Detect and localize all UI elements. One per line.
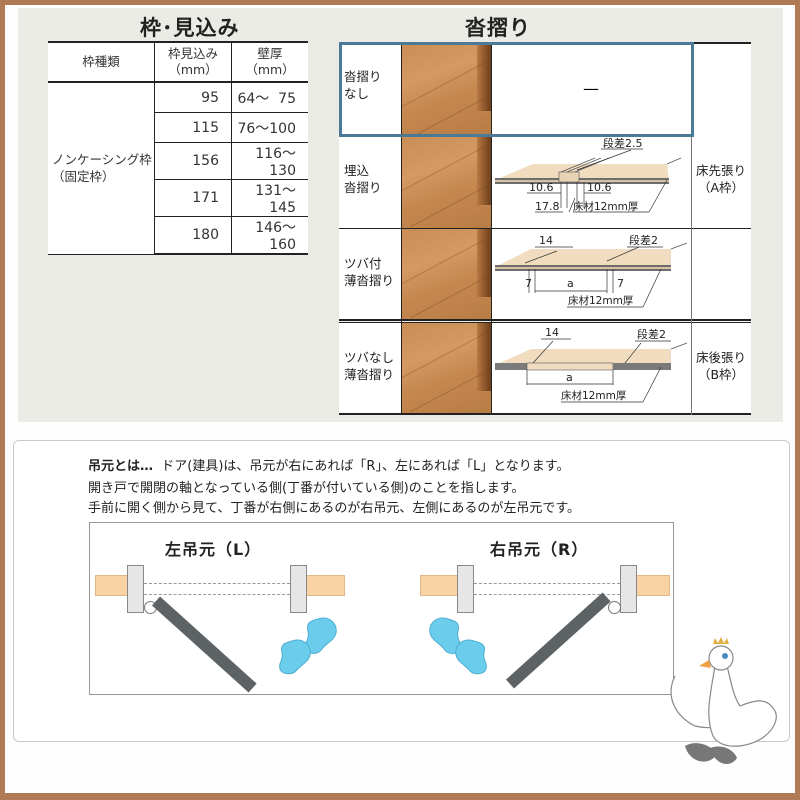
sill-diagram-flanged: 14 段差2 7 a 7 床材12mm厚 [491,229,691,319]
dashed-line [144,594,290,595]
sill-diagram-flangeless: 14 段差2 a 床材12mm厚 [491,323,691,413]
depth-cell: 95 [154,81,232,113]
divider [339,228,751,229]
table-row: 180 146～160 [48,216,308,255]
table-row: ノンケーシング枠（固定枠） 95 64～ 75 [48,81,308,255]
svg-text:段差2: 段差2 [637,327,666,341]
table-row: 156 116～130 [48,142,308,180]
door-jamb [457,565,474,613]
wall-right [305,575,345,596]
svg-text:14: 14 [545,326,559,339]
svg-text:14: 14 [539,234,553,247]
svg-text:段差2: 段差2 [629,233,658,247]
frame-depth-table: 枠種類 枠見込み（mm） 壁厚（mm） ノンケーシング枠（固定枠） 95 64～… [48,41,308,255]
sill-table-title: 沓摺り [465,16,531,40]
depth-cell: 171 [154,179,232,217]
table-row: 115 76～100 [48,112,308,143]
footprints-icon [279,617,337,675]
header-frame-depth: 枠見込み（mm） [154,41,232,83]
svg-text:床材12mm厚: 床材12mm厚 [573,200,639,213]
svg-text:10.6: 10.6 [529,181,554,194]
svg-text:a: a [566,371,573,384]
sill-row-flangeless: ツバなし薄沓摺り 14 段差2 a 床材12mm厚 [339,323,751,413]
sill-label: ツバなし薄沓摺り [339,323,401,413]
wall-cell: 116～130 [231,142,308,180]
door-leaf-left [151,596,257,693]
sill-label: ツバ付薄沓摺り [339,229,401,319]
divider [339,413,751,415]
svg-text:10.6: 10.6 [587,181,612,194]
highlight-box [339,42,694,137]
svg-text:17.8: 17.8 [535,200,560,213]
svg-text:床材12mm厚: 床材12mm厚 [568,294,634,307]
dashed-line [474,583,620,584]
frame-table-title: 枠･見込み [140,16,240,40]
floor-photo [401,323,491,413]
svg-text:7: 7 [617,277,624,290]
door-jamb [127,565,144,613]
wall-cell: 131～145 [231,179,308,217]
svg-text:段差2.5: 段差2.5 [603,136,643,150]
hinge-info-line3: 手前に開く側から見て、丁番が右側にあるのが右吊元、左側にあるのが左吊元です。 [88,501,581,516]
sill-row-flanged: ツバ付薄沓摺り 14 段差2 7 a 7 [339,229,751,319]
right-hinge-label: 右吊元（R） [490,540,589,559]
sill-label: 埋込沓摺り [339,136,401,228]
divider [339,319,751,321]
swan-mascot-icon [670,637,777,764]
wall-cell: 146～160 [231,216,308,255]
depth-cell: 180 [154,216,232,255]
floor-photo [401,42,491,134]
frame-type-column [691,42,751,413]
svg-text:a: a [567,277,574,290]
footprints-icon [429,617,487,675]
frame-type-cell: ノンケーシング枠（固定枠） [48,81,155,255]
door-jamb [620,565,637,613]
hinge-icon [608,601,621,614]
hinge-diagram: 左吊元（L） 右吊元（R） [89,522,674,695]
floor-photo [401,229,491,319]
sill-diagram: — [491,42,691,134]
table-row: 171 131～145 [48,179,308,217]
door-jamb [290,565,307,613]
header-wall-thickness: 壁厚（mm） [231,41,308,83]
wall-cell: 76～100 [231,112,308,143]
wall-left [420,575,460,596]
sill-label: 沓摺りなし [339,42,401,134]
door-leaf-right [505,592,611,689]
divider [339,322,751,323]
dashed-line [144,583,290,584]
hinge-info-line2: 開き戸で開閉の軸となっている側(丁番が付いている側)のことを指します。 [88,481,525,496]
depth-cell: 156 [154,142,232,180]
hinge-info-line1: 吊元とは… ドア(建具)は、吊元が右にあれば「R」、左にあれば「L」となります。 [88,459,570,474]
wall-cell: 64～ 75 [231,81,308,113]
depth-cell: 115 [154,112,232,143]
header-frame-type: 枠種類 [48,41,155,83]
floor-photo [401,136,491,228]
divider [691,134,692,415]
sill-row-embedded: 埋込沓摺り 段差2.5 10.6 [339,136,751,228]
svg-text:床材12mm厚: 床材12mm厚 [561,389,627,402]
sill-diagram-embedded: 段差2.5 10.6 10.6 17.8 床材12mm厚 [491,136,691,228]
divider [401,42,402,415]
frame-type-b: 床後張り（B枠） [695,350,746,382]
svg-text:7: 7 [525,277,532,290]
sill-row-none: 沓摺りなし — [339,42,751,134]
dashed-line [474,594,620,595]
divider [491,42,492,415]
left-hinge-label: 左吊元（L） [165,540,262,559]
frame-type-a: 床先張り（A枠） [695,163,746,195]
